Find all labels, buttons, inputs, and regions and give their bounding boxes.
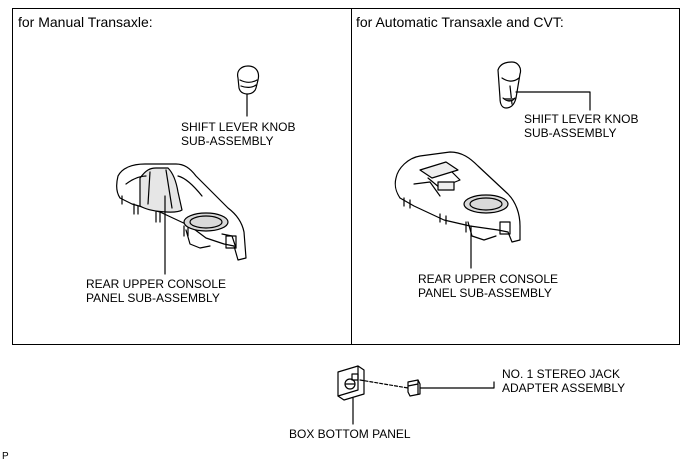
automatic-console-panel-label: REAR UPPER CONSOLE PANEL SUB-ASSEMBLY (418, 272, 558, 300)
manual-shift-knob-label-line-1: SHIFT LEVER KNOB (181, 120, 296, 134)
automatic-knob-leader-line (515, 91, 591, 111)
stereo-jack-leader-line (419, 381, 495, 389)
jack-connection-dashed-line (359, 379, 409, 389)
automatic-console-panel-drawing (394, 151, 521, 243)
automatic-panel-heading: for Automatic Transaxle and CVT: (356, 14, 564, 30)
manual-panel-heading: for Manual Transaxle: (18, 14, 153, 30)
box-bottom-panel-drawing (337, 365, 365, 401)
manual-shift-knob-label: SHIFT LEVER KNOB SUB-ASSEMBLY (181, 120, 295, 148)
manual-console-panel-drawing (116, 163, 247, 261)
manual-console-panel-label-line-2: PANEL SUB-ASSEMBLY (86, 291, 220, 305)
box-bottom-panel-label: BOX BOTTOM PANEL (289, 427, 411, 441)
manual-shift-knob-label-line-2: SUB-ASSEMBLY (181, 134, 274, 148)
footer-code: P (2, 451, 9, 462)
automatic-console-panel-label-line-2: PANEL SUB-ASSEMBLY (418, 286, 552, 300)
manual-shift-knob-drawing (237, 65, 260, 95)
manual-console-panel-label: REAR UPPER CONSOLE PANEL SUB-ASSEMBLY (86, 277, 226, 305)
automatic-transaxle-panel (351, 8, 680, 345)
stereo-jack-adapter-label: NO. 1 STEREO JACK ADAPTER ASSEMBLY (502, 367, 625, 395)
automatic-console-panel-label-line-1: REAR UPPER CONSOLE (418, 272, 559, 286)
automatic-shift-knob-drawing (497, 61, 522, 109)
automatic-shift-knob-label-line-1: SHIFT LEVER KNOB (524, 112, 639, 126)
stereo-jack-adapter-label-line-1: NO. 1 STEREO JACK (502, 367, 621, 381)
automatic-shift-knob-label: SHIFT LEVER KNOB SUB-ASSEMBLY (524, 112, 638, 140)
automatic-shift-knob-label-line-2: SUB-ASSEMBLY (524, 126, 617, 140)
stereo-jack-adapter-drawing (407, 379, 421, 397)
manual-console-panel-label-line-1: REAR UPPER CONSOLE (86, 277, 227, 291)
stereo-jack-adapter-label-line-2: ADAPTER ASSEMBLY (502, 381, 626, 395)
